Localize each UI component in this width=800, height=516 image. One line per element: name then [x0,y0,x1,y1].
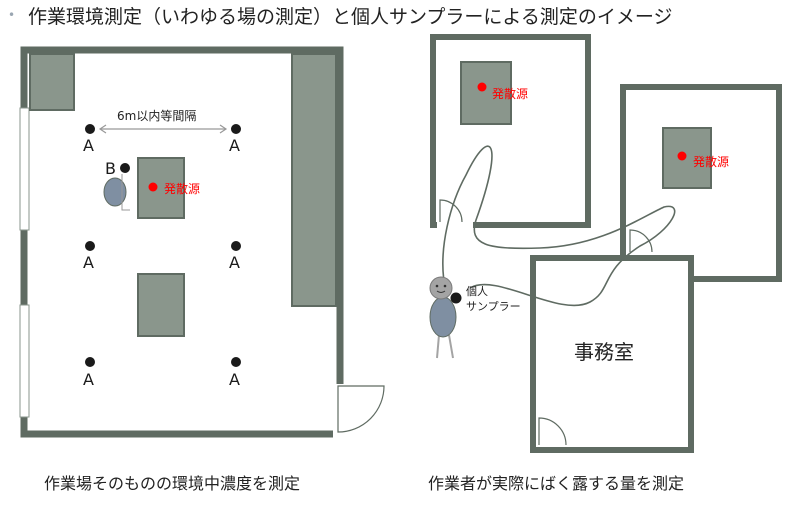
source-label: 発散源 [492,86,528,101]
room-2-source-machine [662,127,712,189]
worker-eye [435,284,439,288]
b-bracket [121,174,130,211]
source-dot-icon [677,151,687,161]
source-dot-icon [477,82,487,92]
workplace-wall [20,46,344,438]
sampler-label-line1: 個人 [466,285,488,298]
window-upper [19,107,30,231]
spacing-label: 6m以内等間隔 [117,109,196,123]
room-1-door-icon [439,199,463,223]
cabinet-top-left [29,53,75,111]
door-gap [333,384,345,438]
room-2-door-icon [629,229,653,253]
shelf-right [291,53,337,307]
worker-mouth [436,290,446,293]
bullet: • [8,8,16,22]
page-title: 作業環境測定（いわゆる場の測定）と個人サンプラーによる測定のイメージ [28,6,673,28]
office-label: 事務室 [574,340,634,364]
source-machine [137,157,185,219]
point-b-dot [120,163,130,173]
point-a-group: A A A A A A [83,124,241,389]
office-door-icon [538,417,567,446]
arrow-left-icon [98,124,107,134]
point-a-dot [231,124,241,134]
source-label: 発散源 [693,154,729,169]
window-lower [19,304,30,418]
room-2-wall [620,84,782,282]
point-a-label: A [229,136,240,155]
worker-eye [443,284,447,288]
point-a-label: A [83,253,94,272]
source-dot-icon [148,182,158,192]
worker-head [429,276,453,300]
worker-with-sampler-icon [429,276,462,359]
point-a-label: A [83,136,94,155]
point-a-dot [85,124,95,134]
point-a-dot [231,241,241,251]
worker-body [429,296,457,338]
point-a-dot [85,241,95,251]
right-diagram: 発散源 発散源 事務室 個人 サンプラー [429,34,782,453]
worker-figure-icon [103,177,127,207]
source-label: 発散源 [164,181,200,196]
right-caption: 作業者が実際にばく露する量を測定 [428,474,685,493]
room-1-door-gap [437,205,473,229]
door-swing-icon [337,385,385,433]
worker-path [442,145,676,307]
left-caption: 作業場そのものの環境中濃度を測定 [44,474,301,493]
office-door-gap [536,404,570,426]
room-1-wall [430,34,591,228]
worker-leg-left [436,334,440,359]
sampler-dot [450,292,462,304]
left-diagram: 発散源 B 6m以内等間隔 A A A A A A [19,46,385,438]
point-a-label: A [229,253,240,272]
point-b-label: B [105,159,116,178]
worker-leg-right [448,334,454,359]
point-a-label: A [229,370,240,389]
arrow-right-icon [219,124,228,134]
room-1-source-machine [460,61,512,125]
center-table [137,273,185,337]
sampler-label-line2: サンプラー [466,300,521,313]
point-a-dot [231,357,241,367]
point-a-label: A [83,370,94,389]
point-a-dot [85,357,95,367]
